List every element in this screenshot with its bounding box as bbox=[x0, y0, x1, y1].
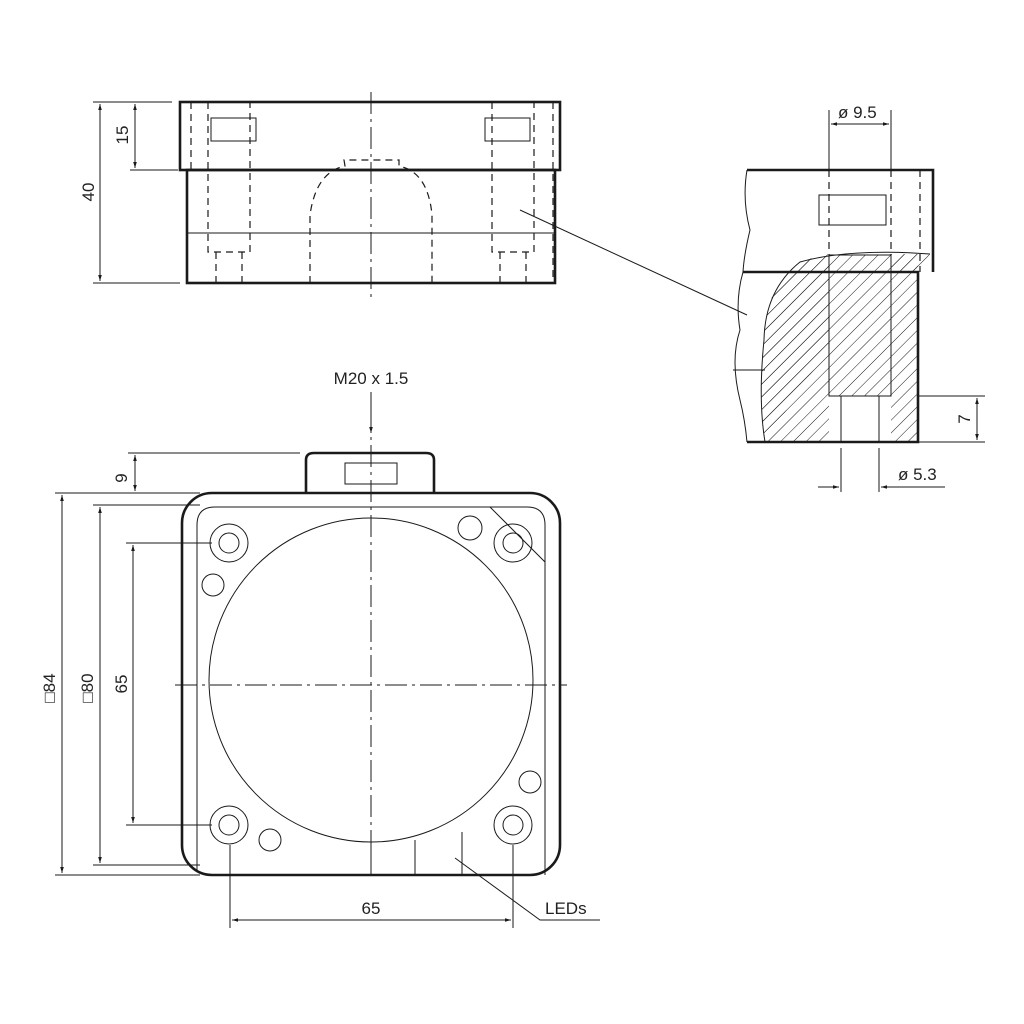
hole-spacing-vertical-label: 65 bbox=[112, 675, 131, 694]
mounting-holes bbox=[209, 523, 533, 845]
side-view: 40 15 bbox=[79, 92, 748, 316]
hole-depth-label: 7 bbox=[955, 414, 974, 423]
height-total-label: 40 bbox=[79, 183, 98, 202]
thread-label: M20 x 1.5 bbox=[334, 369, 409, 388]
hole-spacing-horizontal-label: 65 bbox=[362, 899, 381, 918]
outer-square-label: □84 bbox=[40, 673, 59, 702]
tab-height-label: 9 bbox=[112, 473, 131, 482]
detail-section-view: ø 9.5 7 ø 5.3 bbox=[733, 103, 985, 492]
leds-label: LEDs bbox=[545, 899, 587, 918]
inner-square-label: □80 bbox=[78, 673, 97, 702]
front-view: M20 x 1.5 9 □84 □80 bbox=[40, 369, 600, 928]
hole-dia-label: ø 5.3 bbox=[898, 465, 937, 484]
height-flange-label: 15 bbox=[113, 126, 132, 145]
counterbore-dia-label: ø 9.5 bbox=[838, 103, 877, 122]
